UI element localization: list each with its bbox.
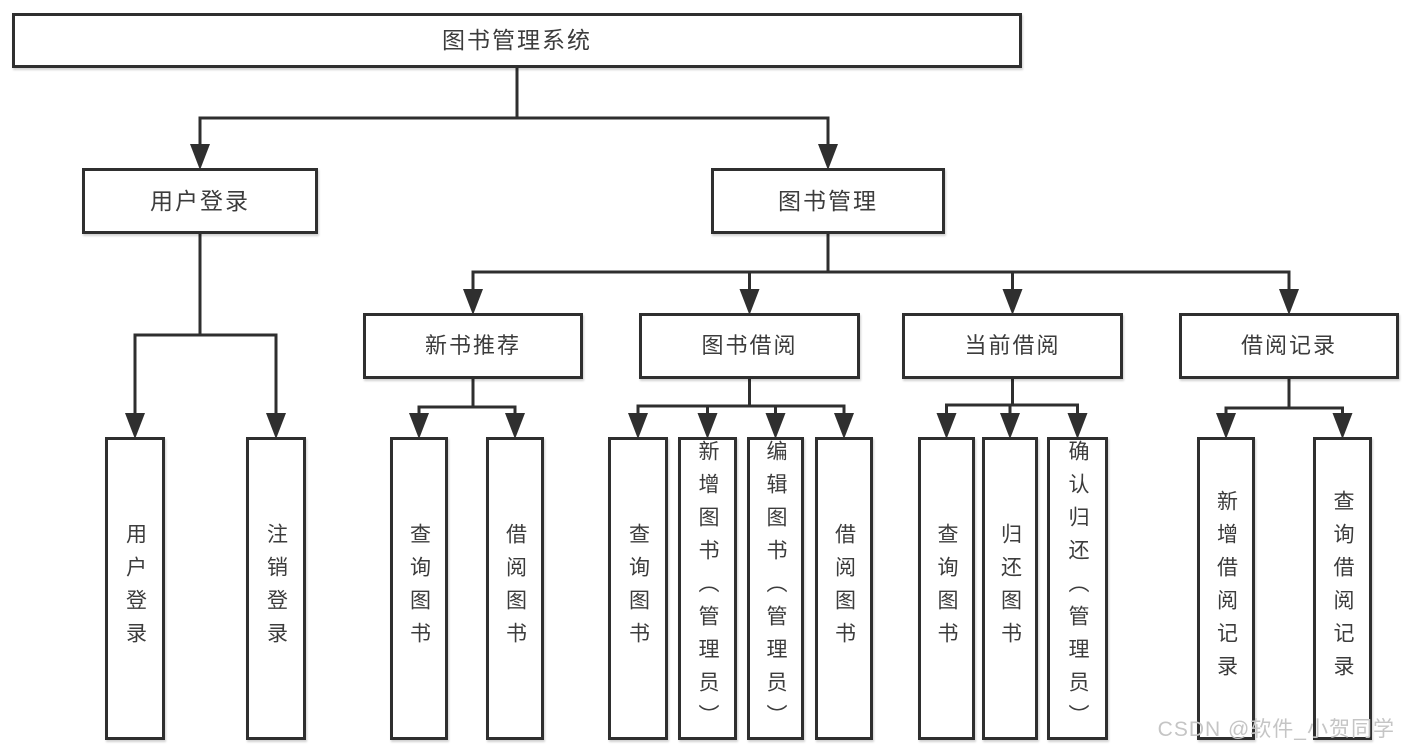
arrow-down-icon [739,289,760,315]
node-leaf-query-book-current: 查询图书 [918,437,975,740]
csdn-watermark: CSDN @软件_小贺同学 [1157,718,1395,741]
node-leaf-user-login: 用户登录 [105,437,165,740]
node-label: 图书管理系统 [442,27,592,53]
arrow-down-icon [628,413,648,439]
node-leaf-query-book-rec: 查询图书 [390,437,448,740]
node-leaf-borrow-book-rec: 借阅图书 [486,437,544,740]
node-label: 查询借阅记录 [1331,489,1354,688]
arrow-down-icon [765,413,786,439]
arrow-down-icon [1332,413,1353,439]
arrow-down-icon [1067,413,1088,439]
node-current-borrow: 当前借阅 [902,313,1123,379]
node-label: 新书推荐 [424,333,521,358]
node-leaf-edit-book-admin: 编辑图书（管理员） [747,437,804,740]
node-label: 用户登录 [123,522,147,655]
node-label: 注销登录 [264,522,288,655]
node-label: 查询图书 [407,522,431,655]
arrow-down-icon [1000,413,1020,439]
node-book-borrow: 图书借阅 [639,313,860,379]
arrow-down-icon [834,413,854,439]
node-label: 查询图书 [935,522,958,655]
arrow-down-icon [1216,413,1236,439]
node-borrow-record: 借阅记录 [1179,313,1399,379]
node-label: 当前借阅 [964,333,1061,358]
node-user-login: 用户登录 [82,168,318,234]
arrow-down-icon [936,413,957,439]
arrow-down-icon [190,144,210,170]
node-leaf-borrow-book-borrow: 借阅图书 [815,437,873,740]
arrow-down-icon [818,144,838,170]
node-label: 借阅图书 [503,522,527,655]
node-leaf-add-book-admin: 新增图书（管理员） [678,437,737,740]
arrow-down-icon [1002,289,1023,315]
node-label: 确认归还（管理员） [1066,440,1089,737]
node-label: 图书借阅 [701,333,798,358]
node-label: 图书管理 [778,187,878,214]
arrow-down-icon [125,413,145,439]
node-label: 归还图书 [998,522,1022,655]
node-leaf-logout: 注销登录 [246,437,306,740]
node-label: 借阅记录 [1240,333,1337,358]
node-leaf-confirm-return-admin: 确认归还（管理员） [1047,437,1108,740]
node-root: 图书管理系统 [12,13,1022,68]
node-label: 查询图书 [626,522,650,655]
node-label: 借阅图书 [832,522,856,655]
node-label: 用户登录 [150,187,250,214]
arrow-down-icon [1279,289,1299,315]
node-leaf-query-book-borrow: 查询图书 [608,437,668,740]
node-leaf-return-book: 归还图书 [982,437,1038,740]
arrow-down-icon [266,413,286,439]
arrow-down-icon [409,413,429,439]
arrow-down-icon [505,413,525,439]
node-leaf-add-borrow-record: 新增借阅记录 [1197,437,1255,740]
arrow-down-icon [697,413,718,439]
node-label: 新增借阅记录 [1214,489,1238,688]
node-label: 新增图书（管理员） [696,440,719,737]
node-book-mgmt: 图书管理 [711,168,945,234]
node-new-rec: 新书推荐 [363,313,583,379]
arrow-down-icon [463,289,483,315]
node-leaf-query-borrow-record: 查询借阅记录 [1313,437,1372,740]
node-label: 编辑图书（管理员） [764,440,787,737]
